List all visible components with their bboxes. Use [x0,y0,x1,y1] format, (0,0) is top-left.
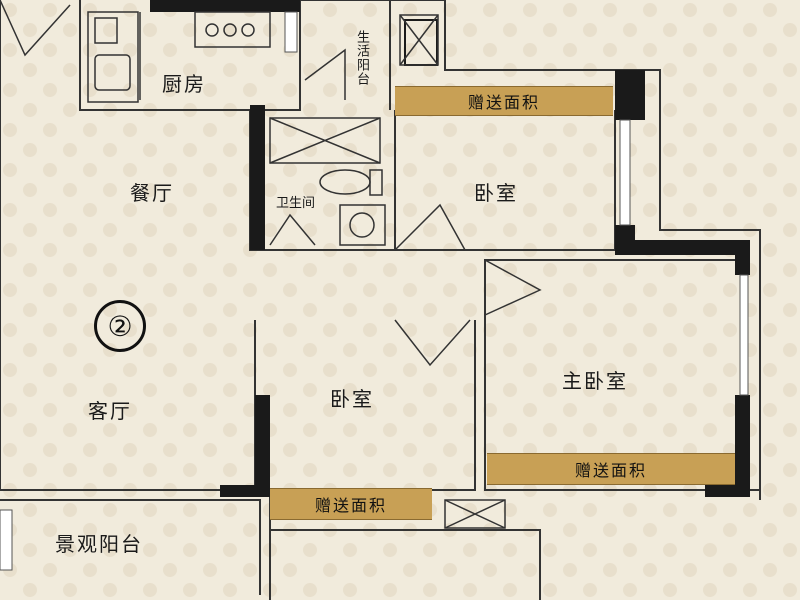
unit-number-badge: ② [94,300,146,352]
master-bedroom-label: 主卧室 [562,369,628,393]
bonus-area-north: 赠送面积 [395,86,613,116]
door-swings [0,0,542,367]
dining-label: 餐厅 [130,181,174,205]
bathroom-label: 卫生间 [276,196,316,211]
living-label: 客厅 [88,399,132,423]
kitchen-fixtures [87,11,271,103]
view-balcony-label: 景观阳台 [55,532,143,556]
structural-walls [150,0,750,497]
bonus-area-south: 赠送面积 [270,488,432,520]
utility-balcony-label: 生活阳台 [354,30,369,86]
bonus-area-master: 赠送面积 [487,453,735,485]
bedroom-south-label: 卧室 [330,387,374,411]
bath-fixtures [269,169,386,246]
kitchen-label: 厨房 [162,72,206,96]
bedroom-north-label: 卧室 [474,181,518,205]
